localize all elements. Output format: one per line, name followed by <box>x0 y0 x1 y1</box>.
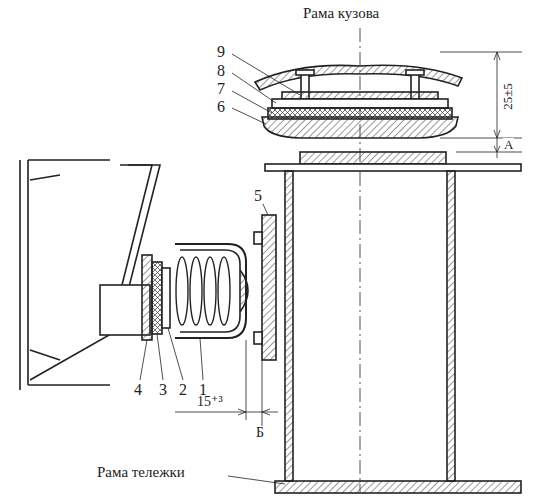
callout-number: 4 <box>133 382 143 398</box>
callout-number: 6 <box>216 99 226 115</box>
dimension: Б <box>255 426 265 440</box>
frame-label: Рама тележки <box>96 465 186 480</box>
frame-label: Рама кузова <box>302 6 380 21</box>
callout-number: 2 <box>178 382 188 398</box>
dimension: 25±5 <box>500 82 513 111</box>
callout-number: 5 <box>253 188 263 204</box>
spring-coil <box>218 257 230 325</box>
dimension: 15⁺³ <box>196 395 224 409</box>
spring-coil <box>190 257 202 325</box>
callout-number: 3 <box>158 382 168 398</box>
dimension: А <box>503 138 514 151</box>
callout-number: 9 <box>216 44 226 60</box>
spring-coil <box>176 257 188 325</box>
callout-number: 7 <box>216 81 226 97</box>
callout-number: 8 <box>216 63 226 79</box>
spring-coil <box>204 257 216 325</box>
